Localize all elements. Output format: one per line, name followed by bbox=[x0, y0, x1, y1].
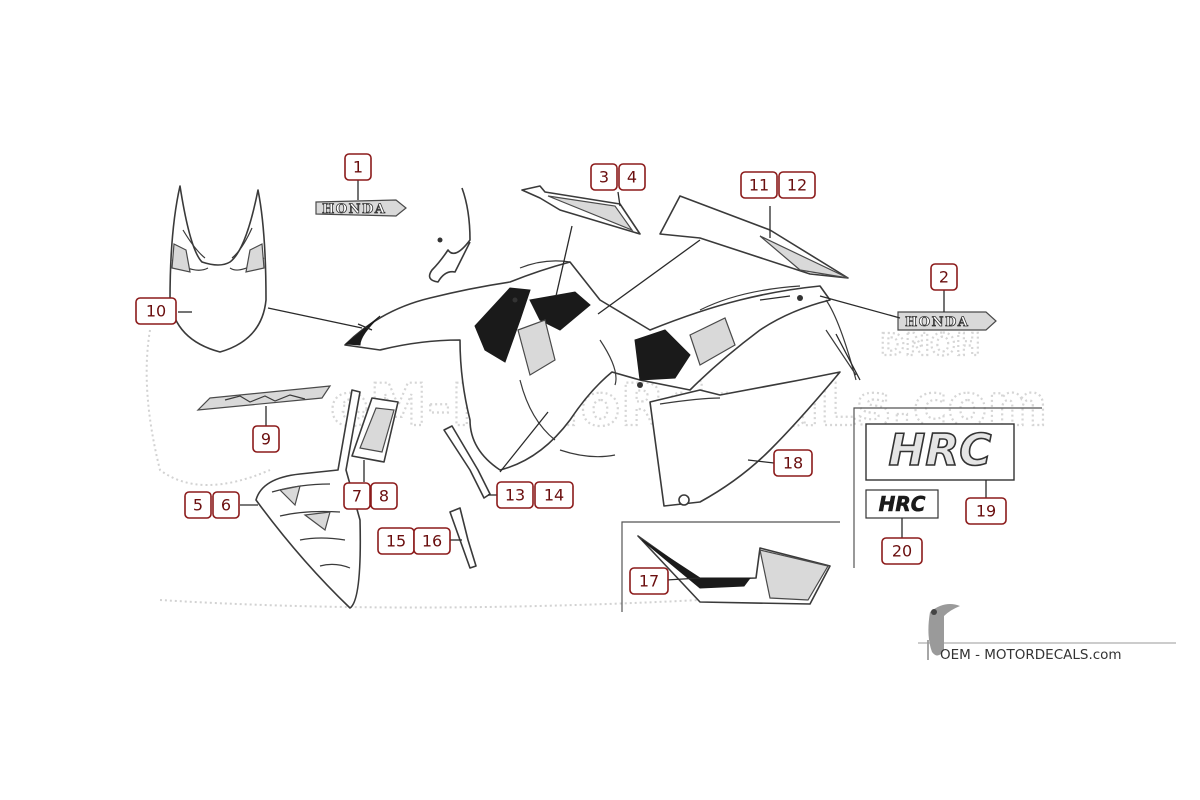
side-stripe-decal-part bbox=[196, 385, 332, 411]
callout-12: 12 bbox=[778, 171, 816, 199]
callout-1: 1 bbox=[344, 153, 372, 181]
honda-emblem-right: HONDA bbox=[897, 311, 997, 331]
callout-20: 20 bbox=[881, 537, 923, 565]
svg-text:18: 18 bbox=[783, 454, 803, 473]
svg-text:16: 16 bbox=[422, 532, 442, 551]
callout-15: 15 bbox=[377, 527, 415, 555]
inset-frame-hrc bbox=[853, 407, 1042, 568]
callout-7: 7 bbox=[343, 482, 371, 510]
watermark-small-text: DNOH bbox=[880, 328, 981, 363]
svg-text:5: 5 bbox=[193, 496, 203, 515]
callout-11: 11 bbox=[740, 171, 778, 199]
callout-4: 4 bbox=[618, 163, 646, 191]
side-fairing-part bbox=[255, 389, 362, 609]
svg-text:17: 17 bbox=[639, 572, 659, 591]
callout-6: 6 bbox=[212, 491, 240, 519]
callout-10: 10 bbox=[135, 297, 177, 325]
callout-9: 9 bbox=[252, 425, 280, 453]
callout-3: 3 bbox=[590, 163, 618, 191]
svg-text:7: 7 bbox=[352, 487, 362, 506]
honda-emblem-left: HONDA bbox=[315, 199, 407, 217]
svg-text:20: 20 bbox=[892, 542, 912, 561]
svg-text:2: 2 bbox=[939, 268, 949, 287]
inset-frame-17 bbox=[621, 521, 840, 612]
mid-strip-decal-part bbox=[443, 425, 491, 499]
callout-17: 17 bbox=[629, 567, 669, 595]
svg-text:4: 4 bbox=[627, 168, 637, 187]
callout-19: 19 bbox=[965, 497, 1007, 525]
hrc-emblem-small: HRC bbox=[865, 489, 939, 519]
svg-text:15: 15 bbox=[386, 532, 406, 551]
callout-16: 16 bbox=[413, 527, 451, 555]
svg-text:13: 13 bbox=[505, 486, 525, 505]
svg-text:6: 6 bbox=[221, 496, 231, 515]
svg-text:3: 3 bbox=[599, 168, 609, 187]
callout-8: 8 bbox=[370, 482, 398, 510]
callout-5: 5 bbox=[184, 491, 212, 519]
svg-text:8: 8 bbox=[379, 487, 389, 506]
side-panel-decal-part bbox=[351, 397, 399, 463]
lower-strip-decal-part bbox=[449, 507, 477, 569]
callout-2: 2 bbox=[930, 263, 958, 291]
motorcycle-body-part bbox=[344, 260, 857, 471]
svg-text:19: 19 bbox=[976, 502, 996, 521]
hrc-emblem-small-text: HRC bbox=[879, 492, 926, 516]
brand-watermark: OEM - MOTORDECALS.com bbox=[918, 604, 1176, 663]
callout-18: 18 bbox=[773, 449, 813, 477]
svg-text:14: 14 bbox=[544, 486, 564, 505]
brand-watermark-text: OEM - MOTORDECALS.com bbox=[940, 647, 1122, 663]
callout-14: 14 bbox=[534, 481, 574, 509]
svg-text:11: 11 bbox=[749, 176, 769, 195]
svg-text:1: 1 bbox=[353, 158, 363, 177]
svg-text:12: 12 bbox=[787, 176, 807, 195]
svg-text:10: 10 bbox=[146, 302, 166, 321]
hrc-emblem-large: HRC bbox=[865, 423, 1015, 481]
leader-lines bbox=[178, 180, 987, 581]
callout-13: 13 bbox=[496, 481, 534, 509]
honda-emblem-left-text: HONDA bbox=[322, 202, 386, 217]
under-cowl-part bbox=[649, 371, 841, 507]
svg-text:9: 9 bbox=[261, 430, 271, 449]
hrc-emblem-large-text: HRC bbox=[889, 425, 992, 476]
front-fender-part bbox=[169, 185, 267, 353]
inner-bracket-part bbox=[428, 187, 471, 283]
upper-fairing-decal-part bbox=[521, 185, 641, 235]
honda-emblem-right-text: HONDA bbox=[905, 315, 969, 330]
tank-side-decal-part bbox=[659, 195, 849, 279]
